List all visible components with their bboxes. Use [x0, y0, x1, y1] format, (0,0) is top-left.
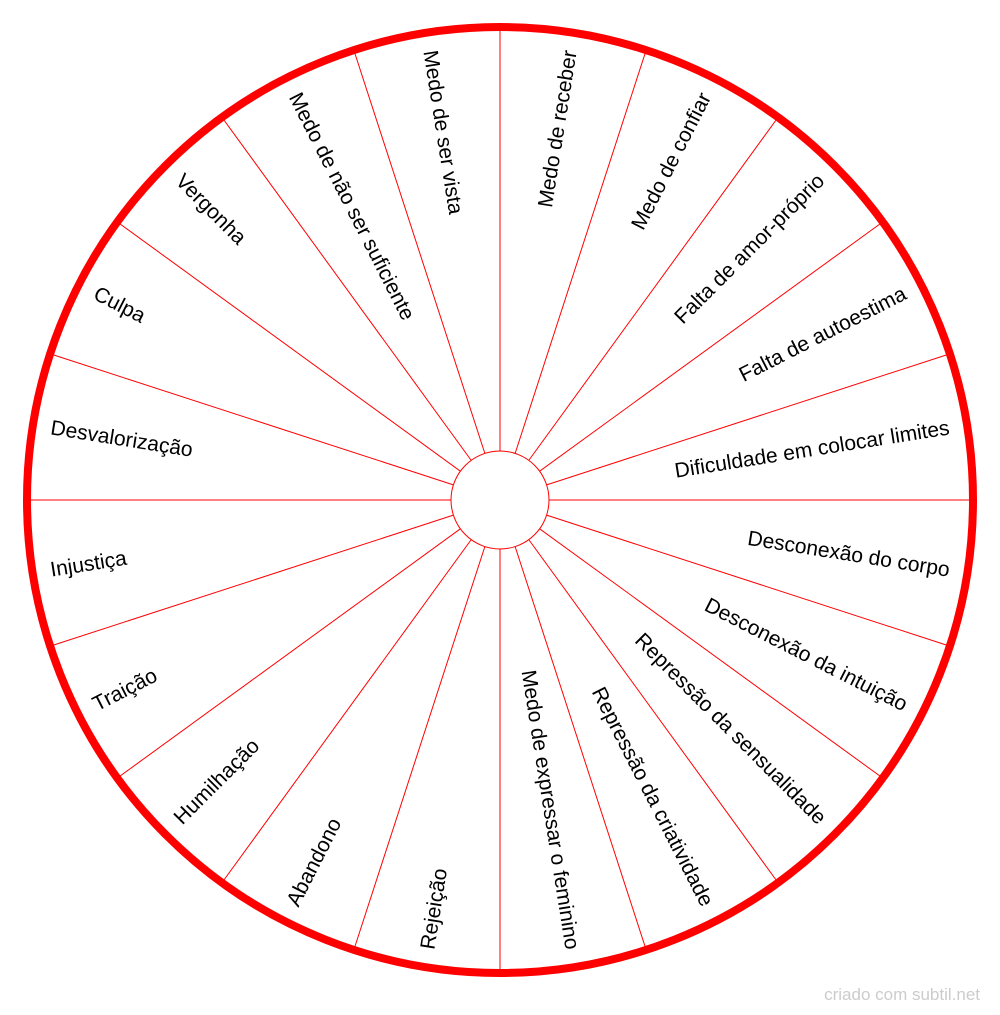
- wheel-segment-label: Desvalorização: [49, 417, 194, 462]
- wheel-segment-label: Medo de confiar: [627, 89, 716, 234]
- wheel-spoke: [354, 546, 486, 948]
- wheel-spoke: [539, 528, 881, 777]
- credit-text: criado com subtil.net: [824, 985, 980, 1004]
- wheel-spoke: [354, 52, 486, 454]
- wheel-segment-label: Dificuldade em colocar limites: [673, 417, 951, 483]
- wheel-spoke: [52, 354, 454, 486]
- wheel-hub: [450, 450, 550, 550]
- wheel-segment-label: Humilhação: [169, 735, 264, 830]
- wheel-spoke: [539, 223, 881, 472]
- wheel-segment-label: Traição: [89, 664, 161, 716]
- wheel-segment-label: Medo de expressar o feminino: [517, 668, 584, 951]
- wheel-segment-label: Desconexão do corpo: [746, 527, 951, 582]
- wheel-segment-label: Medo de não ser suficiente: [284, 89, 419, 324]
- wheel-segment-label: Repressão da criatividade: [587, 683, 718, 910]
- wheel-spoke: [52, 514, 454, 646]
- wheel-spoke: [514, 52, 646, 454]
- wheel-spoke: [223, 119, 472, 461]
- wheel-segment-label: Culpa: [90, 282, 150, 328]
- wheel-spokes: [30, 30, 970, 970]
- wheel-segment-label: Rejeição: [417, 867, 453, 951]
- wheel-segment-label: Falta de amor-próprio: [670, 169, 829, 328]
- wheel-segment-label: Medo de receber: [534, 49, 582, 209]
- wheel-rim: [23, 23, 977, 977]
- wheel-segment-label: Vergonha: [171, 169, 251, 249]
- wheel-spoke: [546, 354, 948, 486]
- wheel-segment-label: Medo de ser vista: [418, 49, 467, 217]
- wheel-segment-label: Abandono: [282, 814, 346, 910]
- wheel-spoke: [514, 546, 646, 948]
- wheel-spoke: [119, 528, 461, 777]
- wheel-segment-label: Desconexão da intuição: [701, 594, 911, 716]
- wheel-spoke: [223, 539, 472, 881]
- wheel-spoke: [528, 119, 777, 461]
- wheel-segment-label: Injustiça: [49, 547, 129, 582]
- wheel-spoke: [546, 514, 948, 646]
- wheel-spoke: [119, 223, 461, 472]
- wheel-spoke: [528, 539, 777, 881]
- wheel-segment-label: Falta de autoestima: [735, 282, 910, 386]
